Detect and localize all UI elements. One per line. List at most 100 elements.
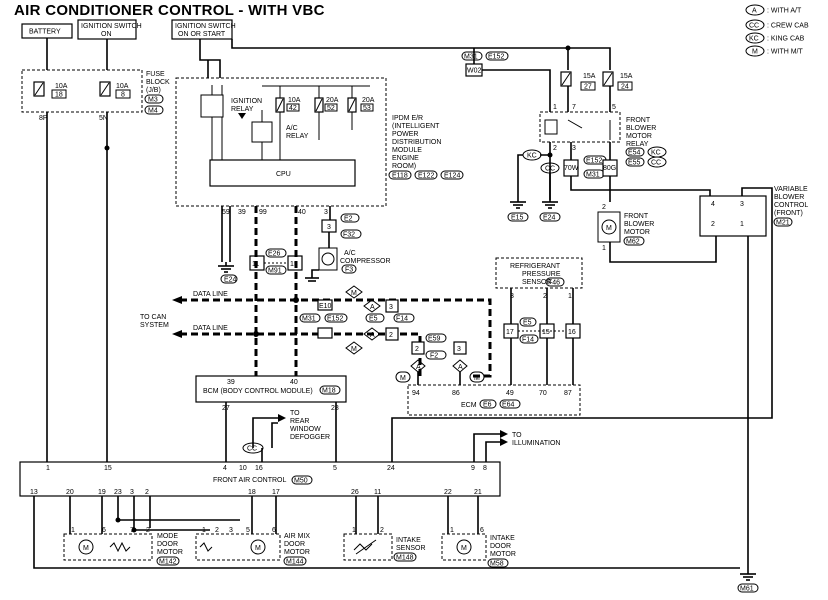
mode-pin7: 7 <box>130 527 134 534</box>
blower-conn: M62 <box>626 239 640 246</box>
ipdm-conn-e118: E118 <box>392 173 408 180</box>
relay-conn-m31b: M31 <box>586 172 600 179</box>
fac-pin13: 13 <box>30 489 38 496</box>
joint-a-left: A <box>416 364 421 371</box>
fac-pin18: 18 <box>248 489 256 496</box>
fac-pin9: 9 <box>471 465 475 472</box>
fac-pin5: 5 <box>333 465 337 472</box>
joint-f2: F2 <box>430 353 438 360</box>
fac-pin4: 4 <box>223 465 227 472</box>
ipdm-pin-59: 59 <box>222 209 230 216</box>
ecm-pin86: 86 <box>452 390 460 397</box>
relay-fuse-b-num: 24 <box>621 84 629 91</box>
compressor-conn-f3: F3 <box>345 267 353 274</box>
legend-cc: CC : CREW CAB <box>745 19 809 31</box>
vbc-pin3: 3 <box>740 201 744 208</box>
intake-sensor-pin2: 2 <box>380 527 384 534</box>
joint-f14: F14 <box>396 316 408 323</box>
blower-pin1: 1 <box>602 245 606 252</box>
vbc-pin1: 1 <box>740 221 744 228</box>
ac-relay-l1: A/C <box>286 125 298 132</box>
vbc-conn: M21 <box>776 220 790 227</box>
intake-motor-conn: M58 <box>490 561 504 568</box>
joint-a-bottom: A <box>370 332 375 339</box>
intake-sensor-conn: M148 <box>396 555 414 562</box>
relay-w02: W02 <box>467 68 482 75</box>
intake-door-motor: M 1 6 INTAKE DOOR MOTOR M58 <box>441 527 516 568</box>
compressor-conn-f32: F32 <box>343 232 355 239</box>
ipdm-label4: DISTRIBUTION <box>392 139 441 146</box>
fac-pin19: 19 <box>98 489 106 496</box>
relay-label1: FRONT <box>626 117 651 124</box>
e26-pin15: 15 <box>290 261 298 268</box>
to-can-l1: TO CAN <box>140 314 166 321</box>
can-labels: DATA LINE DATA LINE TO CAN SYSTEM <box>140 291 228 332</box>
ign-relay-l1: IGNITION <box>231 98 262 105</box>
front-blower-motor: M 2 1 FRONT BLOWER MOTOR M62 <box>597 204 654 252</box>
compressor-conn-e2: E2 <box>344 216 353 223</box>
ipdm-pin-40: 40 <box>298 209 306 216</box>
relay-pin-70w: 70W <box>564 165 579 172</box>
airmix-pin2: 2 <box>215 527 219 534</box>
vbc-pin4: 4 <box>711 201 715 208</box>
connector-e26: 11 15 E26 M91 <box>249 248 303 275</box>
illumination-branch: TO ILLUMINATION <box>473 430 561 462</box>
svg-text:M: M <box>83 545 89 552</box>
legend-a: A : WITH A/T <box>745 4 802 16</box>
legend: A : WITH A/T CC : CREW CAB KC : KING CAB… <box>745 4 809 57</box>
ecm-conn-e6: E6 <box>483 402 492 409</box>
ac-relay-l2: RELAY <box>286 133 309 140</box>
refrig-conn-e5: E5 <box>523 320 532 327</box>
ipdm-pin-3: 3 <box>324 209 328 216</box>
fac-pin10: 10 <box>239 465 247 472</box>
refrig-conn-f14: F14 <box>522 337 534 344</box>
legend-kc: KC : KING CAB <box>745 32 805 44</box>
front-blower-motor-relay: M31 E152 W02 15A 27 15A 24 1 7 5 2 3 FRO… <box>461 48 667 179</box>
e26-conn-top: E26 <box>268 251 281 258</box>
ipdm-label7: ROOM) <box>392 163 416 170</box>
relay-branch-kc: KC <box>527 153 537 160</box>
ecm-pin70: 70 <box>539 390 547 397</box>
main-ground: M61 <box>737 568 759 593</box>
relay-conn-e54: E54 <box>628 150 641 157</box>
ipdm-label1: IPDM E/R <box>392 115 423 122</box>
ipdm-label2: (INTELLIGENT <box>392 123 440 130</box>
airmix-conn: M144 <box>286 559 304 566</box>
defogger-l2: REAR <box>290 418 309 425</box>
fuse-block-pin2: 5N <box>99 115 108 122</box>
relay-kc: KC <box>651 150 661 157</box>
relay-conn-e152b: E152 <box>586 158 602 165</box>
fuse-block-label2: BLOCK <box>146 79 170 86</box>
fuse2-num: 8 <box>121 92 125 99</box>
ecm-pin87: 87 <box>564 390 572 397</box>
mode-pin2: 2 <box>146 527 150 534</box>
refrig-conn: F46 <box>548 280 560 287</box>
blower-pin2: 2 <box>602 204 606 211</box>
ipdm-ground: E24 <box>218 262 238 284</box>
relay-pin2: 2 <box>553 145 557 152</box>
joint-a-top: A <box>370 304 375 311</box>
ign-start-line1: IGNITION SWITCH <box>175 23 236 30</box>
variable-blower-control: 4 3 2 1 VARIABLE BLOWER CONTROL (FRONT) … <box>699 186 808 237</box>
ignition-on-box: IGNITION SWITCH ON <box>77 19 142 40</box>
refrig-label3: SENSOR <box>522 279 552 286</box>
ipdm-label3: POWER <box>392 131 418 138</box>
relay-label4: RELAY <box>626 141 649 148</box>
ipdm-fuse-a-num: 42 <box>289 105 297 112</box>
vbc-pin2: 2 <box>711 221 715 228</box>
airmix-label2: DOOR <box>284 541 305 548</box>
relay-pin5: 5 <box>612 104 616 111</box>
data-line-joints: E10 M A 3 M31 E152 E5 F14 A 2 M 2 3 E59 … <box>299 285 485 383</box>
relay-conn-e152: E152 <box>488 54 504 61</box>
joint-e10: E10 <box>319 303 332 310</box>
ecm-pin49: 49 <box>506 390 514 397</box>
fuse-block-label3: (J/B) <box>146 87 161 94</box>
intake-motor-pin6: 6 <box>480 527 484 534</box>
data-line-top: DATA LINE <box>193 291 228 298</box>
bcm-pin39: 39 <box>227 379 235 386</box>
ignition-start-box: IGNITION SWITCH ON OR START <box>171 19 236 40</box>
ecm-label: ECM <box>461 402 477 409</box>
ac-compressor: 3 E2 F32 A/C COMPRESSOR F3 <box>305 213 391 282</box>
relay-label2: BLOWER <box>626 125 656 132</box>
